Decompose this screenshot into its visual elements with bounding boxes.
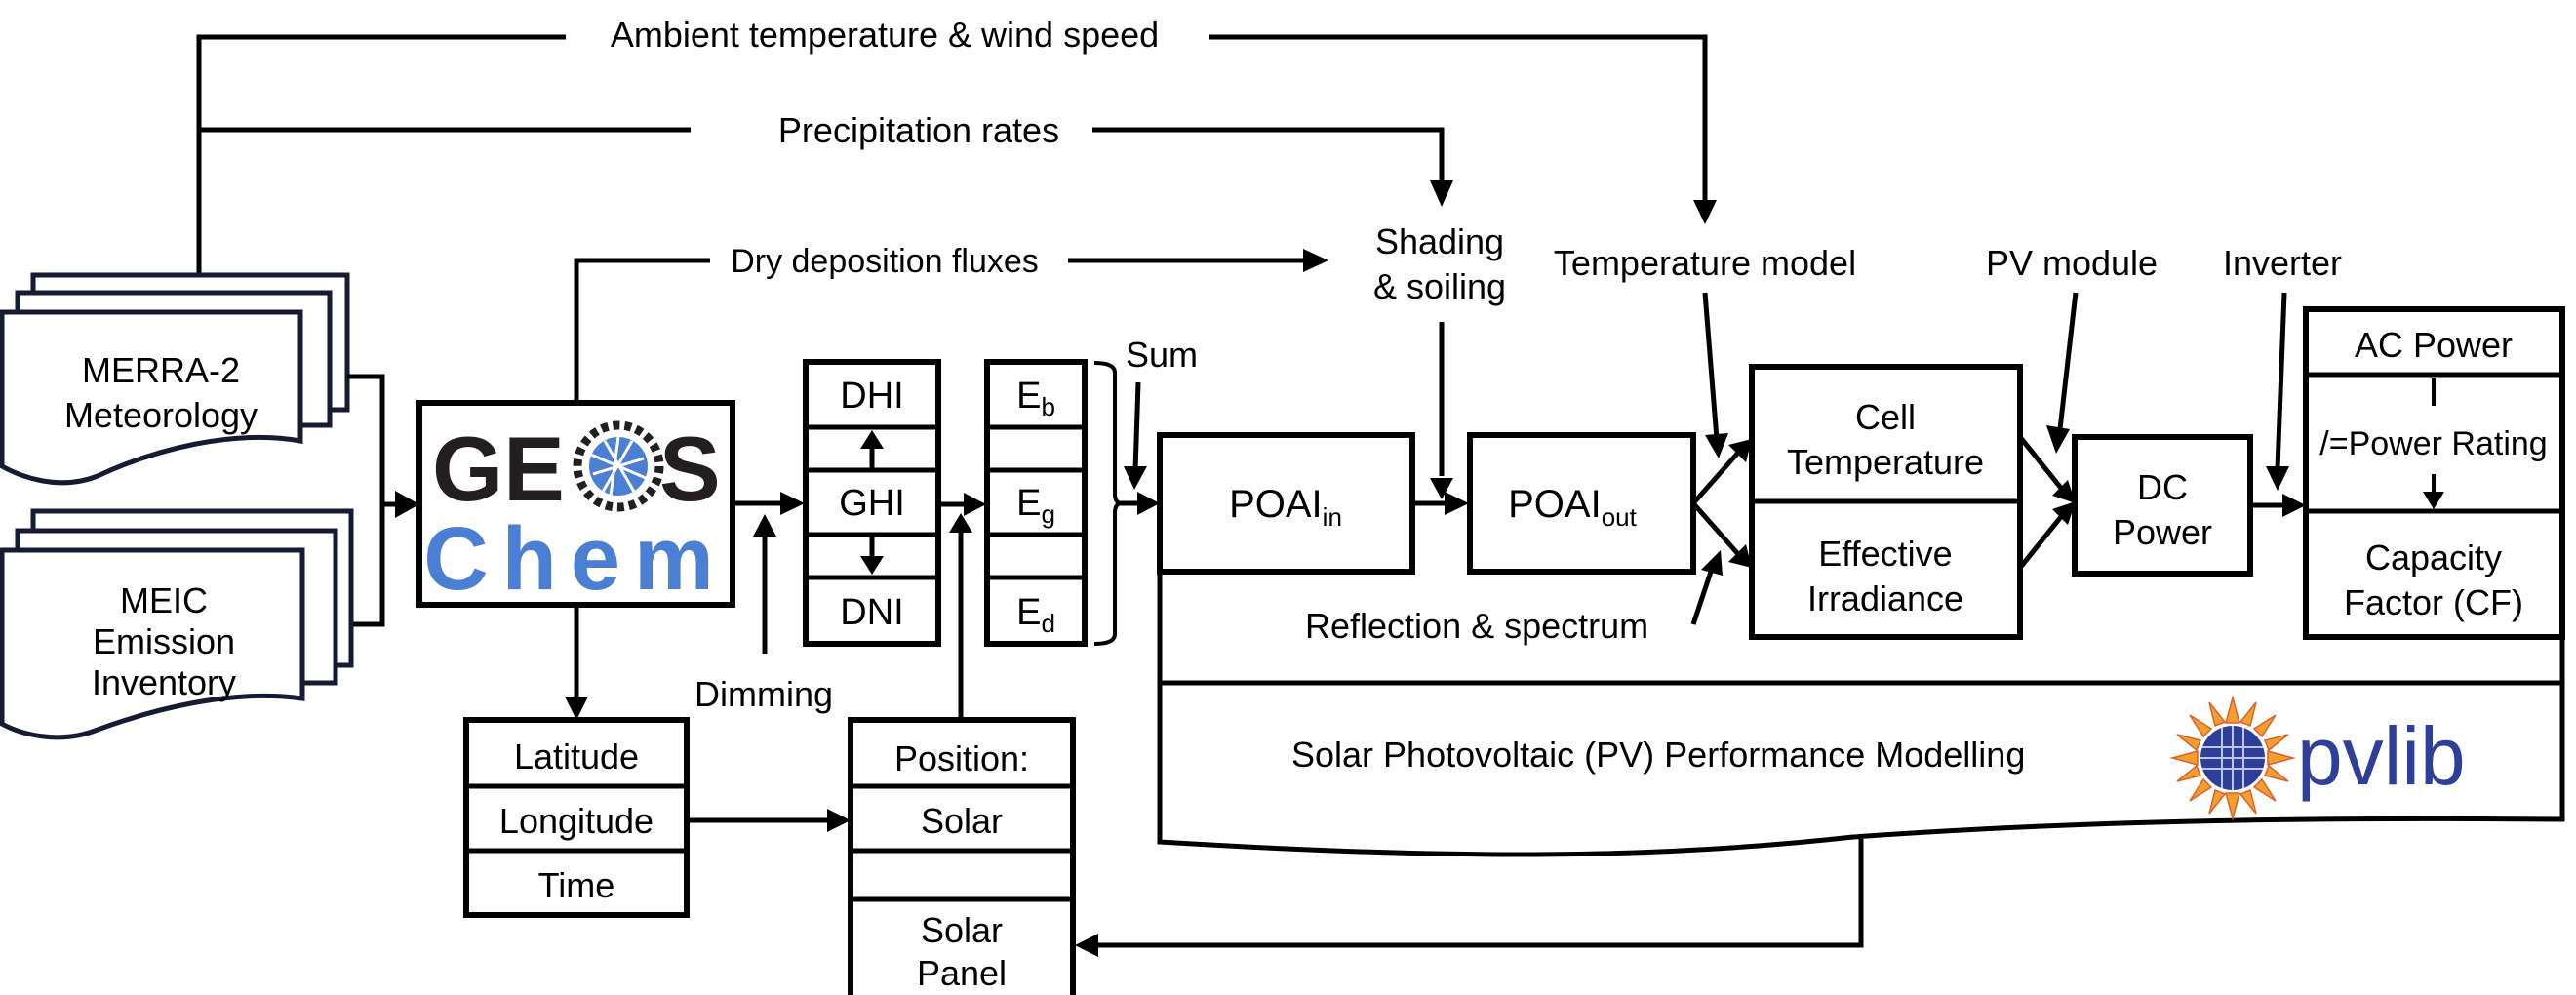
components-column (984, 359, 1123, 647)
geoschem-box (416, 400, 735, 608)
pvlib-logo: pvlib (2169, 695, 2466, 821)
poai-in-label: POAIin (1229, 483, 1342, 532)
inverter-label: Inverter (2223, 243, 2342, 283)
ghi-label: GHI (839, 483, 905, 524)
poai-out-label: POAIout (1508, 483, 1638, 532)
position-title: Position: (894, 738, 1029, 778)
position-panel-line2: Panel (917, 953, 1007, 993)
arrowhead-sum (1124, 466, 1147, 490)
meic-line2: Emission (93, 621, 235, 661)
precip-connector (199, 127, 1453, 207)
shading-line2: & soiling (1373, 266, 1506, 306)
dc-power-box (2072, 434, 2253, 577)
pv-modelling-title: Solar Photovoltaic (PV) Performance Mode… (1291, 735, 2025, 775)
arrowhead-shading (1430, 478, 1453, 499)
eff-irr-line2: Irradiance (1807, 578, 1963, 618)
arrowhead-precip (1430, 180, 1453, 207)
dc-power-line2: Power (2113, 512, 2212, 552)
sun-icon (2169, 695, 2296, 821)
arrowhead-dimming (753, 514, 776, 537)
arrowhead-ghi-to-components (964, 493, 986, 516)
position-panel-line1: Solar (921, 910, 1003, 950)
poai-in-box (1157, 432, 1415, 575)
temperature-model-label: Temperature model (1554, 243, 1856, 283)
ed-label: Ed (1016, 592, 1055, 638)
ac-power-label: AC Power (2355, 325, 2513, 365)
latitude-label: Latitude (514, 736, 639, 776)
drydep-label: Dry deposition fluxes (731, 243, 1039, 280)
precip-label: Precipitation rates (778, 110, 1059, 150)
ambient-label: Ambient temperature & wind speed (611, 15, 1159, 55)
arrowhead-drydep (1303, 249, 1328, 272)
meic-line1: MEIC (120, 580, 208, 620)
merra2-document-stack (0, 272, 385, 627)
geoschem-logo-s: S (659, 418, 721, 520)
arrowhead-dc-to-ac (2282, 494, 2306, 517)
eg-label: Eg (1016, 483, 1055, 529)
arrowhead-cell-to-dc (2052, 480, 2076, 503)
position-solar: Solar (921, 801, 1003, 841)
arrowhead-poai-in-to-out (1445, 492, 1469, 515)
arrowhead-to-cell-temp (1728, 439, 1752, 462)
dimming-label: Dimming (694, 674, 833, 714)
merra2-line1: MERRA-2 (82, 350, 240, 390)
dni-label: DNI (840, 592, 903, 633)
pv-module-label: PV module (1986, 243, 2158, 283)
globe-icon (573, 420, 664, 512)
power-rating-label: /=Power Rating (2319, 425, 2547, 462)
location-box (463, 717, 690, 918)
arrowhead-eff-to-dc (2052, 501, 2076, 525)
arrowhead-to-eff-irr (1728, 544, 1752, 568)
arrowhead-inputs-to-geos (395, 491, 419, 518)
arrowhead-reflection (1701, 550, 1723, 576)
arrowhead-position-to-components (949, 513, 972, 533)
arrowhead-pv-module (2046, 425, 2070, 454)
position-box (848, 717, 1076, 995)
longitude-label: Longitude (499, 801, 654, 841)
shading-line1: Shading (1375, 221, 1504, 261)
eb-label: Eb (1016, 376, 1055, 421)
meic-document-stack (0, 508, 354, 740)
ambient-connector (196, 34, 1717, 273)
arrowhead-inverter (2266, 466, 2289, 491)
arrowhead-temperature-model (1705, 433, 1728, 458)
cf-line2: Factor (CF) (2344, 582, 2523, 622)
drydep-connector (574, 249, 1328, 402)
arrowhead-sum-to-poai (1137, 492, 1160, 515)
cell-effective-box (1749, 364, 2023, 640)
arrowhead-ghi-to-dni (860, 556, 884, 575)
reflection-label: Reflection & spectrum (1305, 606, 1648, 646)
meic-line3: Inventory (92, 662, 236, 702)
dc-power-line1: DC (2137, 467, 2188, 507)
arrowhead-rating-to-cf (2423, 492, 2444, 509)
sum-label: Sum (1126, 335, 1198, 375)
arrowhead-geos-to-ghi (780, 492, 805, 515)
geoschem-logo-chem: Chem (423, 509, 728, 609)
arrowhead-ambient (1693, 200, 1717, 224)
arrowhead-geos-to-location (565, 696, 588, 720)
pvlib-wordmark: pvlib (2297, 710, 2466, 802)
cf-line1: Capacity (2365, 537, 2502, 577)
cell-temp-line2: Temperature (1787, 442, 1984, 482)
eff-irr-line1: Effective (1818, 534, 1952, 574)
arrowhead-ghi-to-dhi (860, 430, 884, 449)
merra2-line2: Meteorology (64, 395, 258, 435)
arrowhead-feedback-to-panel (1075, 934, 1098, 957)
arrowhead-location-to-position (827, 809, 851, 832)
cell-temp-line1: Cell (1855, 397, 1916, 437)
time-label: Time (538, 865, 615, 905)
output-column (2303, 306, 2565, 640)
geoschem-logo: GE S Chem (423, 418, 728, 609)
pv-modelling-block (1157, 572, 2565, 857)
dhi-label: DHI (840, 376, 903, 417)
geoschem-logo-geo: GE (432, 418, 565, 520)
